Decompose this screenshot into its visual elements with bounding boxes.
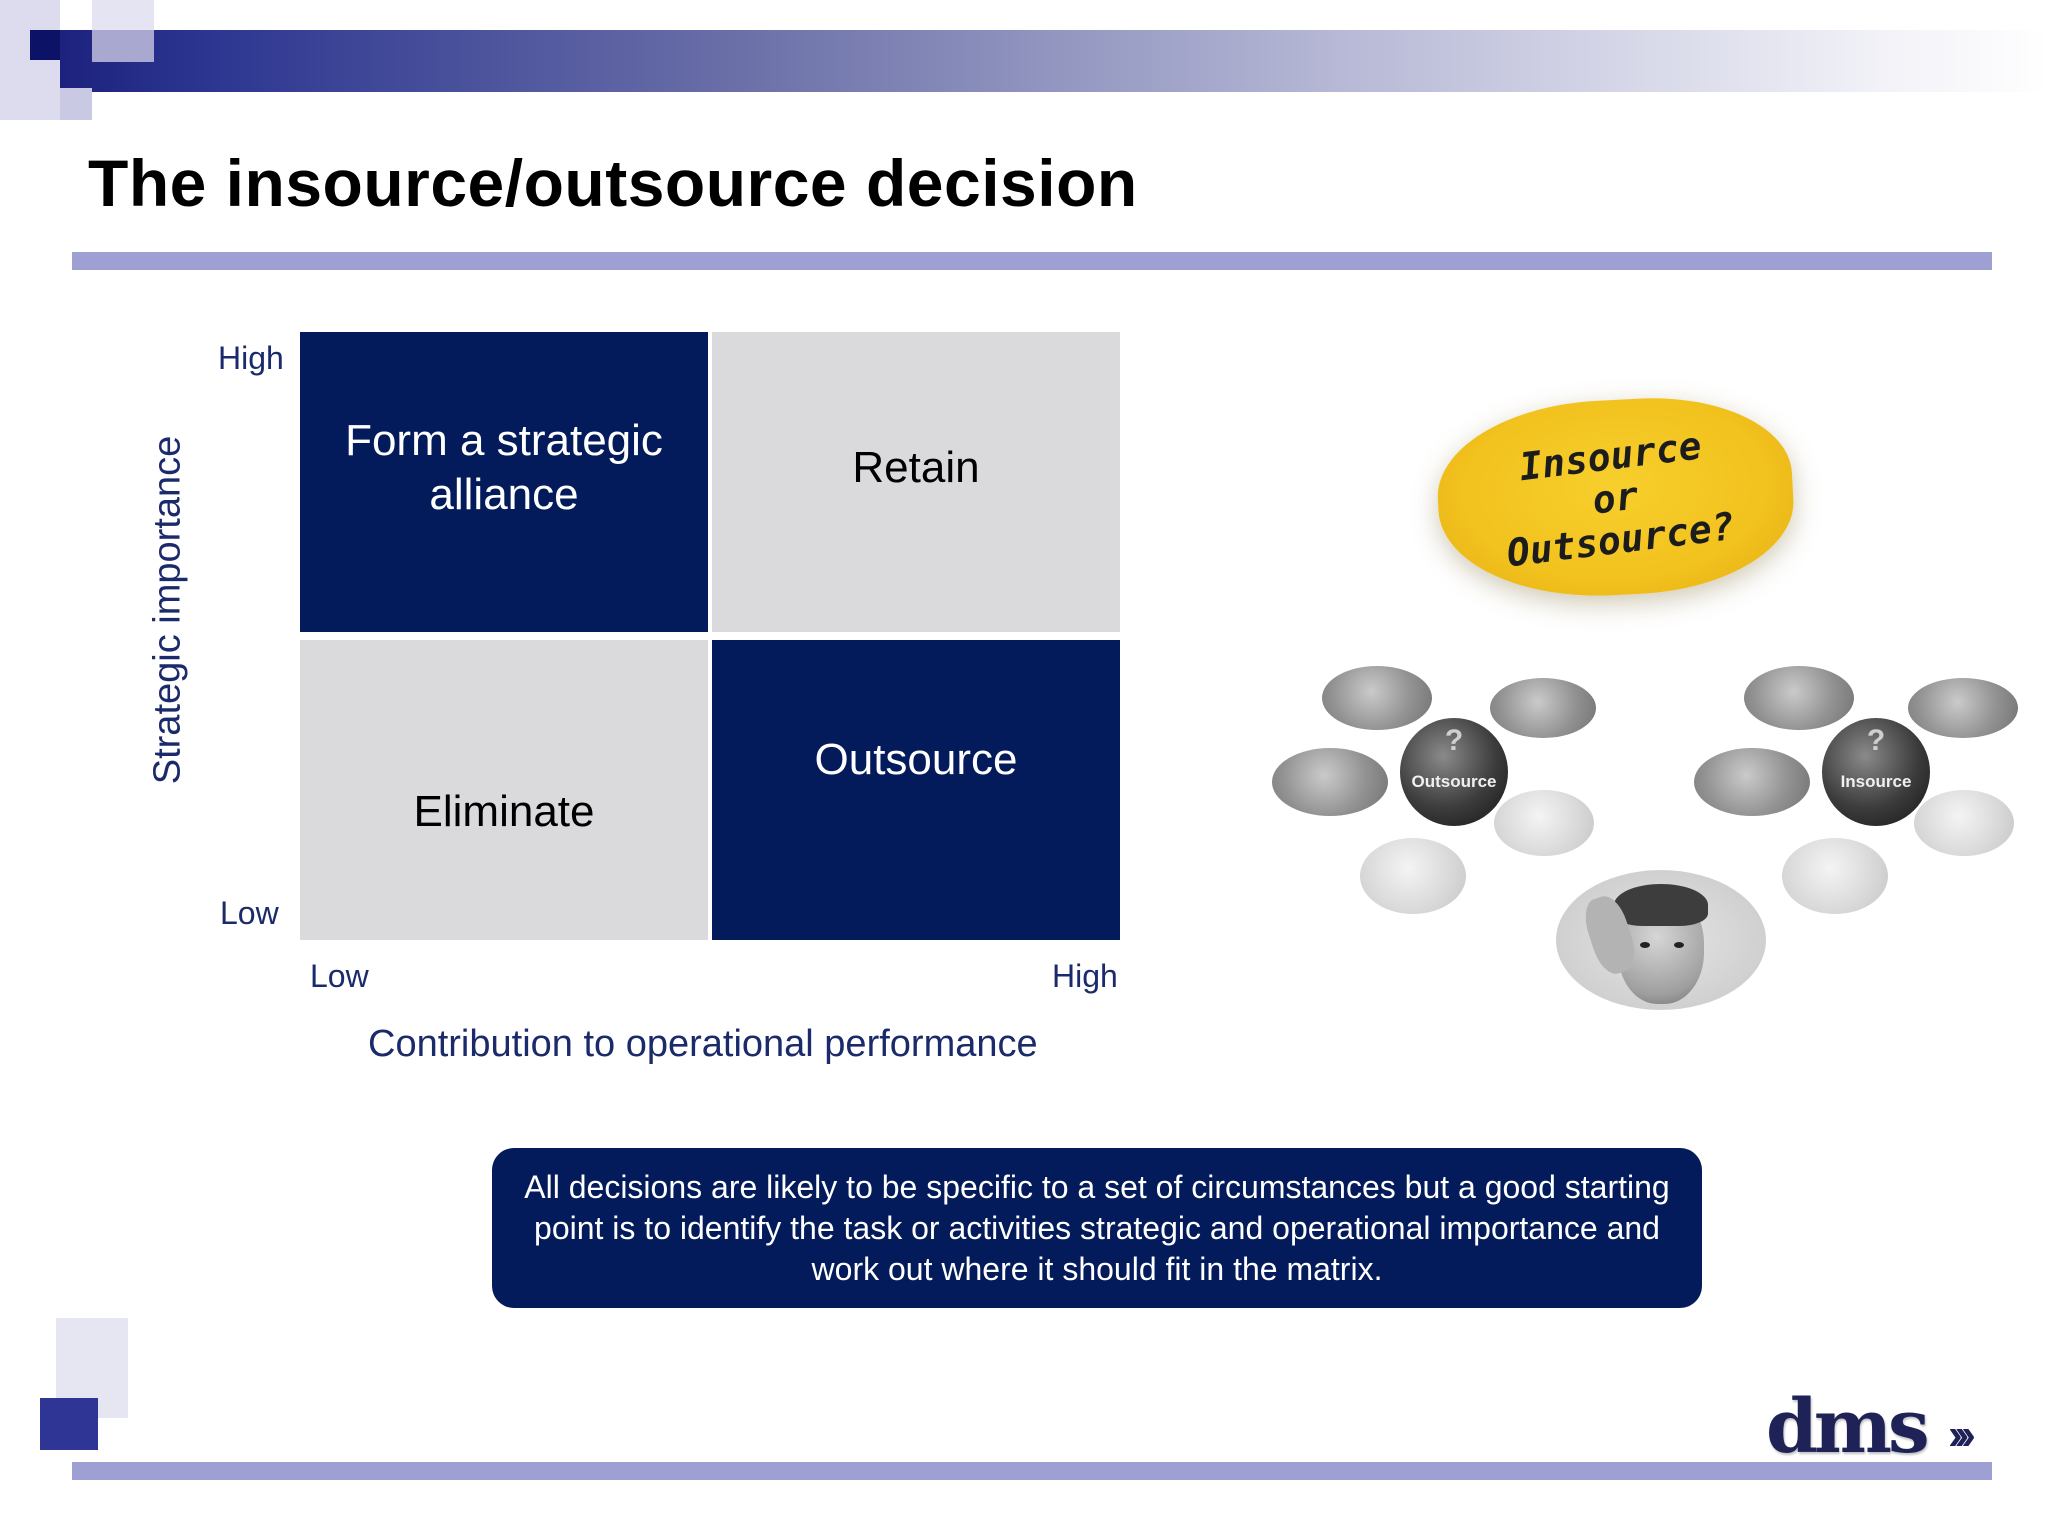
satellite-image [1744,666,1854,730]
y-axis-high-label: High [218,340,284,376]
satellite-image [1782,838,1888,914]
satellite-image [1914,790,2014,856]
decor-square [40,1398,98,1450]
puzzled-man-image [1556,870,1766,1010]
satellite-image [1272,748,1388,816]
satellite-image [1360,838,1466,914]
header-gradient-bar [40,30,2048,92]
decor-square [30,30,60,60]
decor-square [60,88,92,120]
matrix-cell-outsource: Outsource [712,640,1120,940]
outsource-globe: ? Outsource [1400,718,1508,826]
matrix-cell-retain: Retain [712,332,1120,632]
explanation-text: All decisions are likely to be specific … [524,1168,1670,1287]
cell-label: Form a strategic alliance [345,416,663,519]
eye-shape [1674,942,1684,948]
question-icon: ? [1866,724,1886,757]
cell-label: Eliminate [413,787,595,837]
cell-label: Retain [852,443,980,493]
explanation-box: All decisions are likely to be specific … [492,1148,1702,1308]
slide-title: The insource/outsource decision [88,146,1138,220]
x-axis-low-label: Low [310,958,369,994]
satellite-image [1322,666,1432,730]
hub-label: Outsource [1411,772,1497,791]
question-icon: ? [1444,724,1464,757]
decor-square [0,0,60,120]
title-divider [72,252,1992,270]
hub-label: Insource [1840,772,1912,791]
y-axis-low-label: Low [220,895,279,931]
sticky-note-image: Insource or Outsource? [1433,390,1798,605]
matrix-cell-eliminate: Eliminate [300,640,708,940]
decor-square [92,30,154,62]
satellite-image [1694,748,1810,816]
y-axis-title: Strategic importance [146,435,189,785]
hair-shape [1614,884,1708,926]
footer-divider [72,1462,1992,1480]
eye-shape [1640,942,1650,948]
satellite-image [1490,678,1596,738]
satellite-image [1494,790,1594,856]
matrix-cell-strategic-alliance: Form a strategic alliance [300,332,708,632]
cell-label: Outsource [814,735,1018,785]
x-axis-high-label: High [1052,958,1118,994]
satellite-image [1908,678,2018,738]
logo-arrows-icon: ››› [1948,1410,1976,1459]
insource-globe: ? Insource [1822,718,1930,826]
sticky-note-text: Insource or Outsource? [1494,421,1736,575]
dms-logo: dms [1766,1384,1930,1470]
x-axis-title: Contribution to operational performance [368,1023,1038,1065]
